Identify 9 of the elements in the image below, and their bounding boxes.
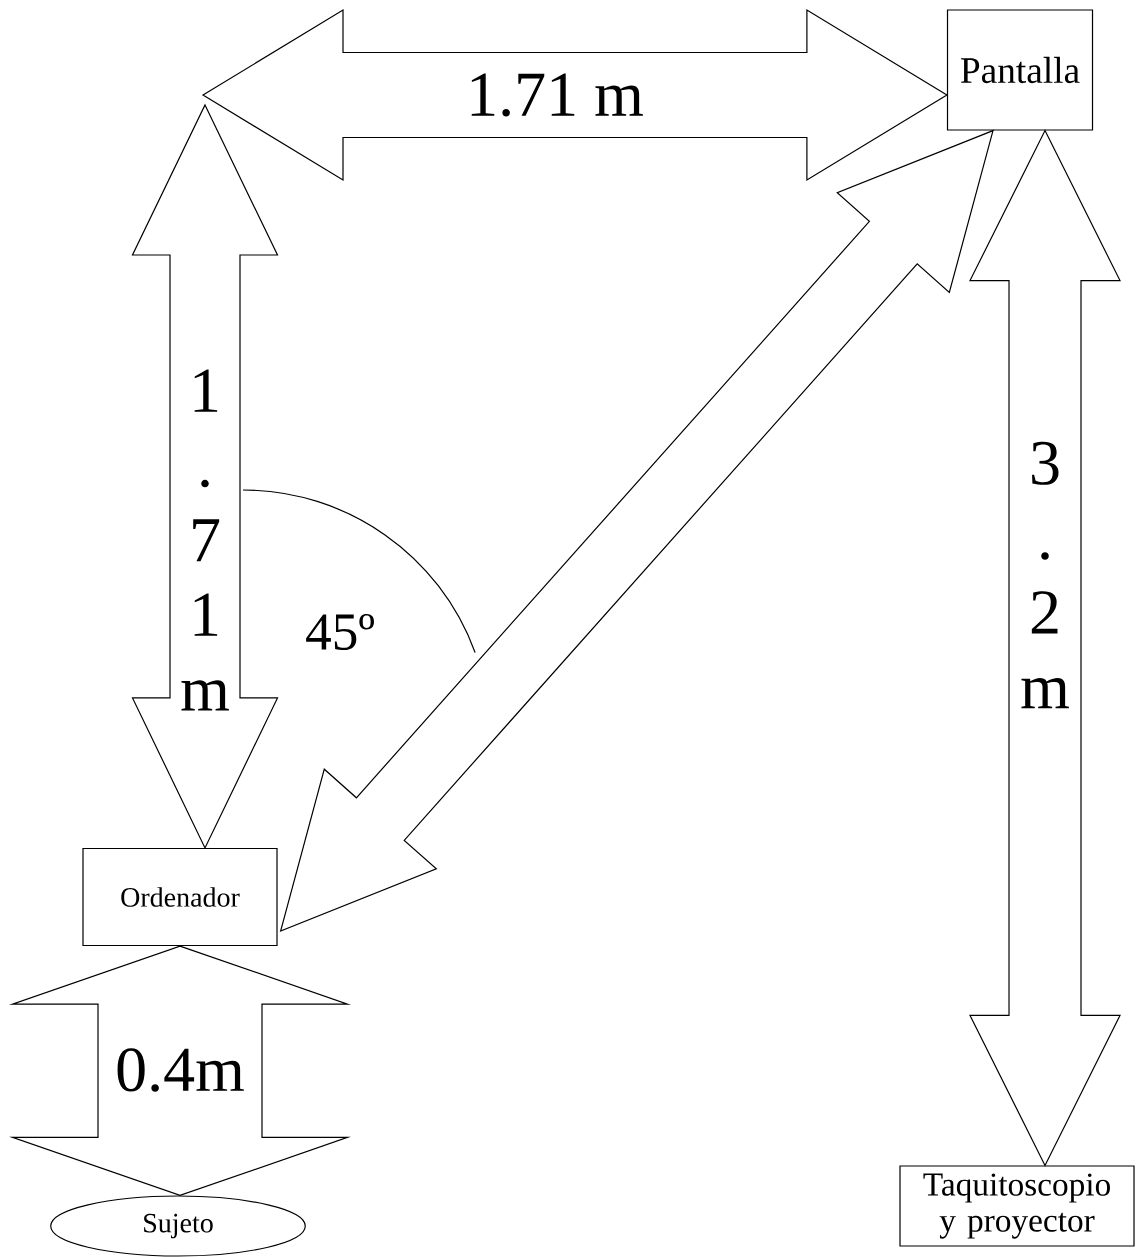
- device-box: Pantalla: [946, 9, 1094, 131]
- block-arrow: [8, 945, 352, 1197]
- edge-label: 1 . 7 1 m: [177, 368, 233, 712]
- device-box: Taquitoscopio y proyector: [899, 1165, 1135, 1247]
- angle-label: 45º: [306, 614, 374, 650]
- edge-label: 1.71 m: [464, 72, 646, 118]
- edge-label: 0.4m: [113, 1046, 247, 1094]
- edge-label: 3 . 2 m: [1017, 440, 1073, 710]
- device-box: Ordenador: [82, 847, 278, 947]
